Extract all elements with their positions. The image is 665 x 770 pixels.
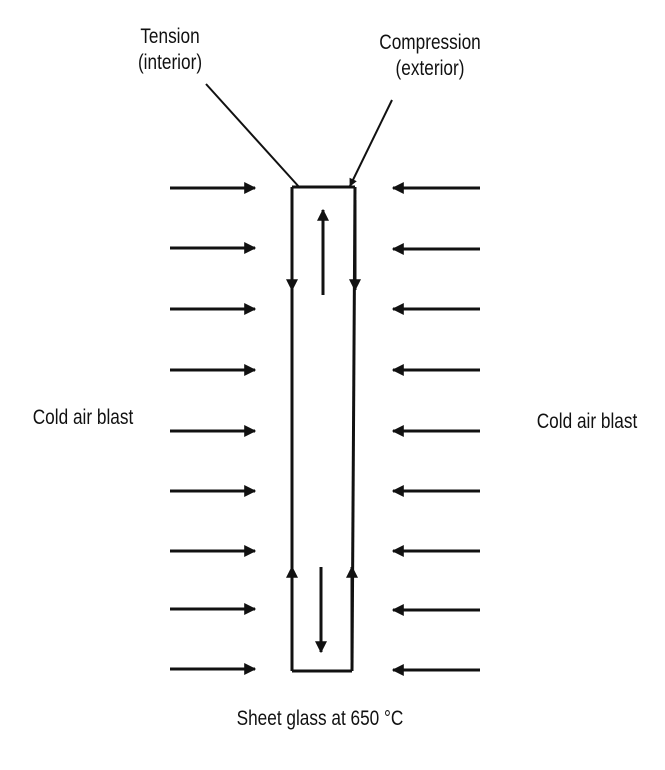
interior-arrows [315, 208, 329, 654]
tension-leader [205, 83, 301, 189]
tension-label: Tension (interior) [104, 24, 235, 76]
compression-label: Compression (exterior) [356, 30, 504, 82]
tension-label-line1: Tension [140, 25, 200, 48]
cold-air-left-label: Cold air blast [32, 406, 134, 429]
cold-air-right-label: Cold air blast [536, 410, 638, 433]
compression-label-line1: Compression [379, 31, 481, 54]
left-air-arrows [170, 182, 257, 675]
right-air-arrows [391, 182, 480, 676]
compression-leader [349, 99, 393, 187]
edge-arrows [286, 200, 361, 660]
sheet-glass-label: Sheet glass at 650 °C [236, 707, 404, 730]
leader-lines [205, 83, 393, 189]
tension-label-line2: (interior) [137, 51, 203, 74]
compression-label-line2: (exterior) [395, 57, 465, 80]
